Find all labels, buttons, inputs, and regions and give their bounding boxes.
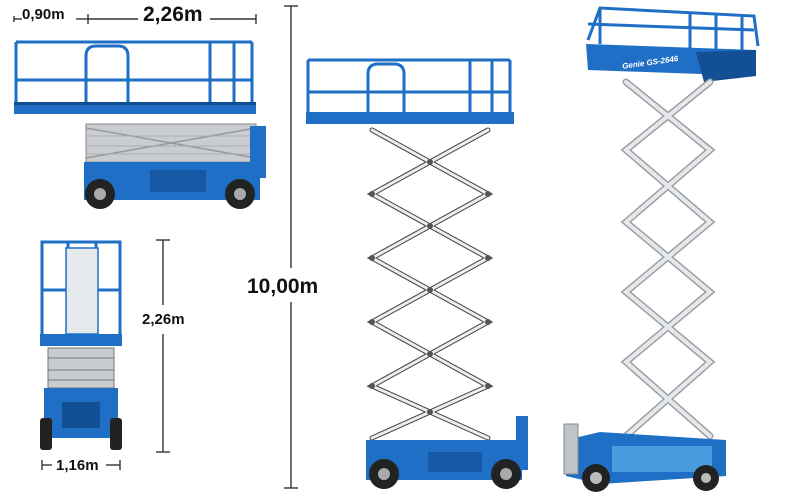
side-view-raised-platform-deck (306, 112, 514, 124)
platform-depth-label: 0,90m (22, 6, 65, 23)
platform-length-label: 2,26m (143, 3, 203, 26)
front-view-platform-deck (40, 334, 122, 346)
side-view-platform-deck (14, 104, 256, 114)
perspective-raised-machine (563, 6, 760, 492)
side-view-raised-machine (306, 58, 528, 489)
side-view-lowered-machine (14, 40, 266, 209)
overall-width-label: 1,16m (56, 457, 99, 474)
front-view-scissor-stack (47, 347, 115, 389)
lowered-height-dimension-line (156, 239, 170, 453)
side-view-raised-scissor-stack (366, 127, 494, 441)
platform-length-dimension-line (88, 14, 257, 24)
side-view-scissor-stack (85, 123, 257, 163)
side-view-guardrail (14, 40, 254, 106)
front-view-lowered-machine (40, 240, 122, 450)
front-view-left-wheel (40, 418, 52, 450)
front-view-right-wheel (110, 418, 122, 450)
overall-width-dimension-line (41, 460, 121, 470)
working-height-label: 10,00m (247, 275, 319, 298)
working-height-dimension-line (284, 5, 298, 489)
lowered-height-label: 2,26m (142, 311, 185, 328)
